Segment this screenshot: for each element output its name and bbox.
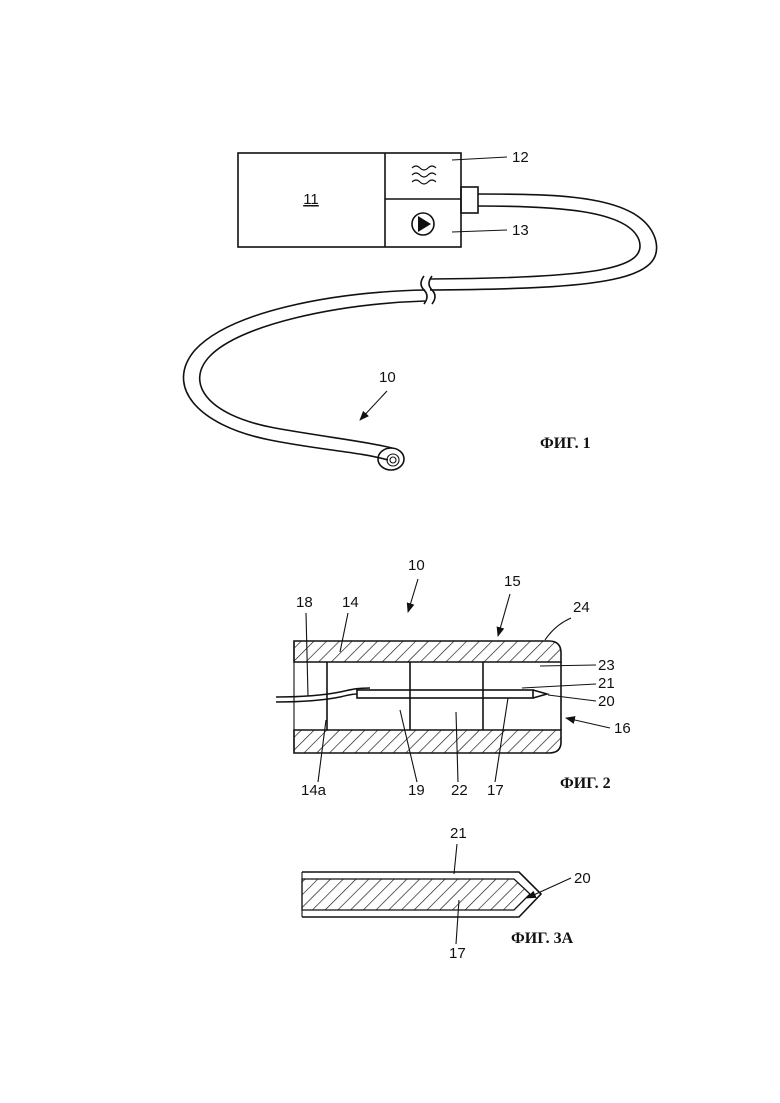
figure-2-caption: ФИГ. 2: [560, 775, 611, 792]
label-20: 20: [598, 693, 615, 710]
pump-icon: [412, 213, 434, 235]
label-24: 24: [573, 599, 590, 616]
label-16: 16: [614, 720, 631, 737]
figure-3a-caption: ФИГ. 3А: [511, 930, 574, 947]
heat-waves-icon: [412, 166, 436, 184]
figure-3a: 21 20 17 ФИГ. 3А: [302, 825, 591, 962]
label-15: 15: [504, 573, 521, 590]
heater-label: 12: [512, 149, 529, 166]
pump-label: 13: [512, 222, 529, 239]
electrode: [357, 690, 533, 698]
figure-1-caption: ФИГ. 1: [540, 435, 591, 452]
label-18: 18: [296, 594, 313, 611]
figure-2: 10 18 14 15 24 23 21 20 16 14a 19 22 17 …: [276, 557, 631, 799]
label-21-fig3: 21: [450, 825, 467, 842]
control-unit-box: [238, 153, 461, 247]
top-wall: [294, 641, 561, 662]
label-23: 23: [598, 657, 615, 674]
label-22: 22: [451, 782, 468, 799]
label-21: 21: [598, 675, 615, 692]
label-19: 19: [408, 782, 425, 799]
core: [302, 879, 530, 910]
label-14: 14: [342, 594, 359, 611]
connector: [461, 187, 478, 213]
label-20-fig3: 20: [574, 870, 591, 887]
wire: [276, 688, 370, 697]
figure-1: 11 12: [184, 149, 657, 470]
label-10: 10: [408, 557, 425, 574]
label-14a: 14a: [301, 782, 327, 799]
bottom-wall: [294, 730, 561, 753]
label-17: 17: [487, 782, 504, 799]
label-17-fig3: 17: [449, 945, 466, 962]
catheter-label: 10: [379, 369, 396, 386]
unit-label: 11: [303, 191, 319, 208]
